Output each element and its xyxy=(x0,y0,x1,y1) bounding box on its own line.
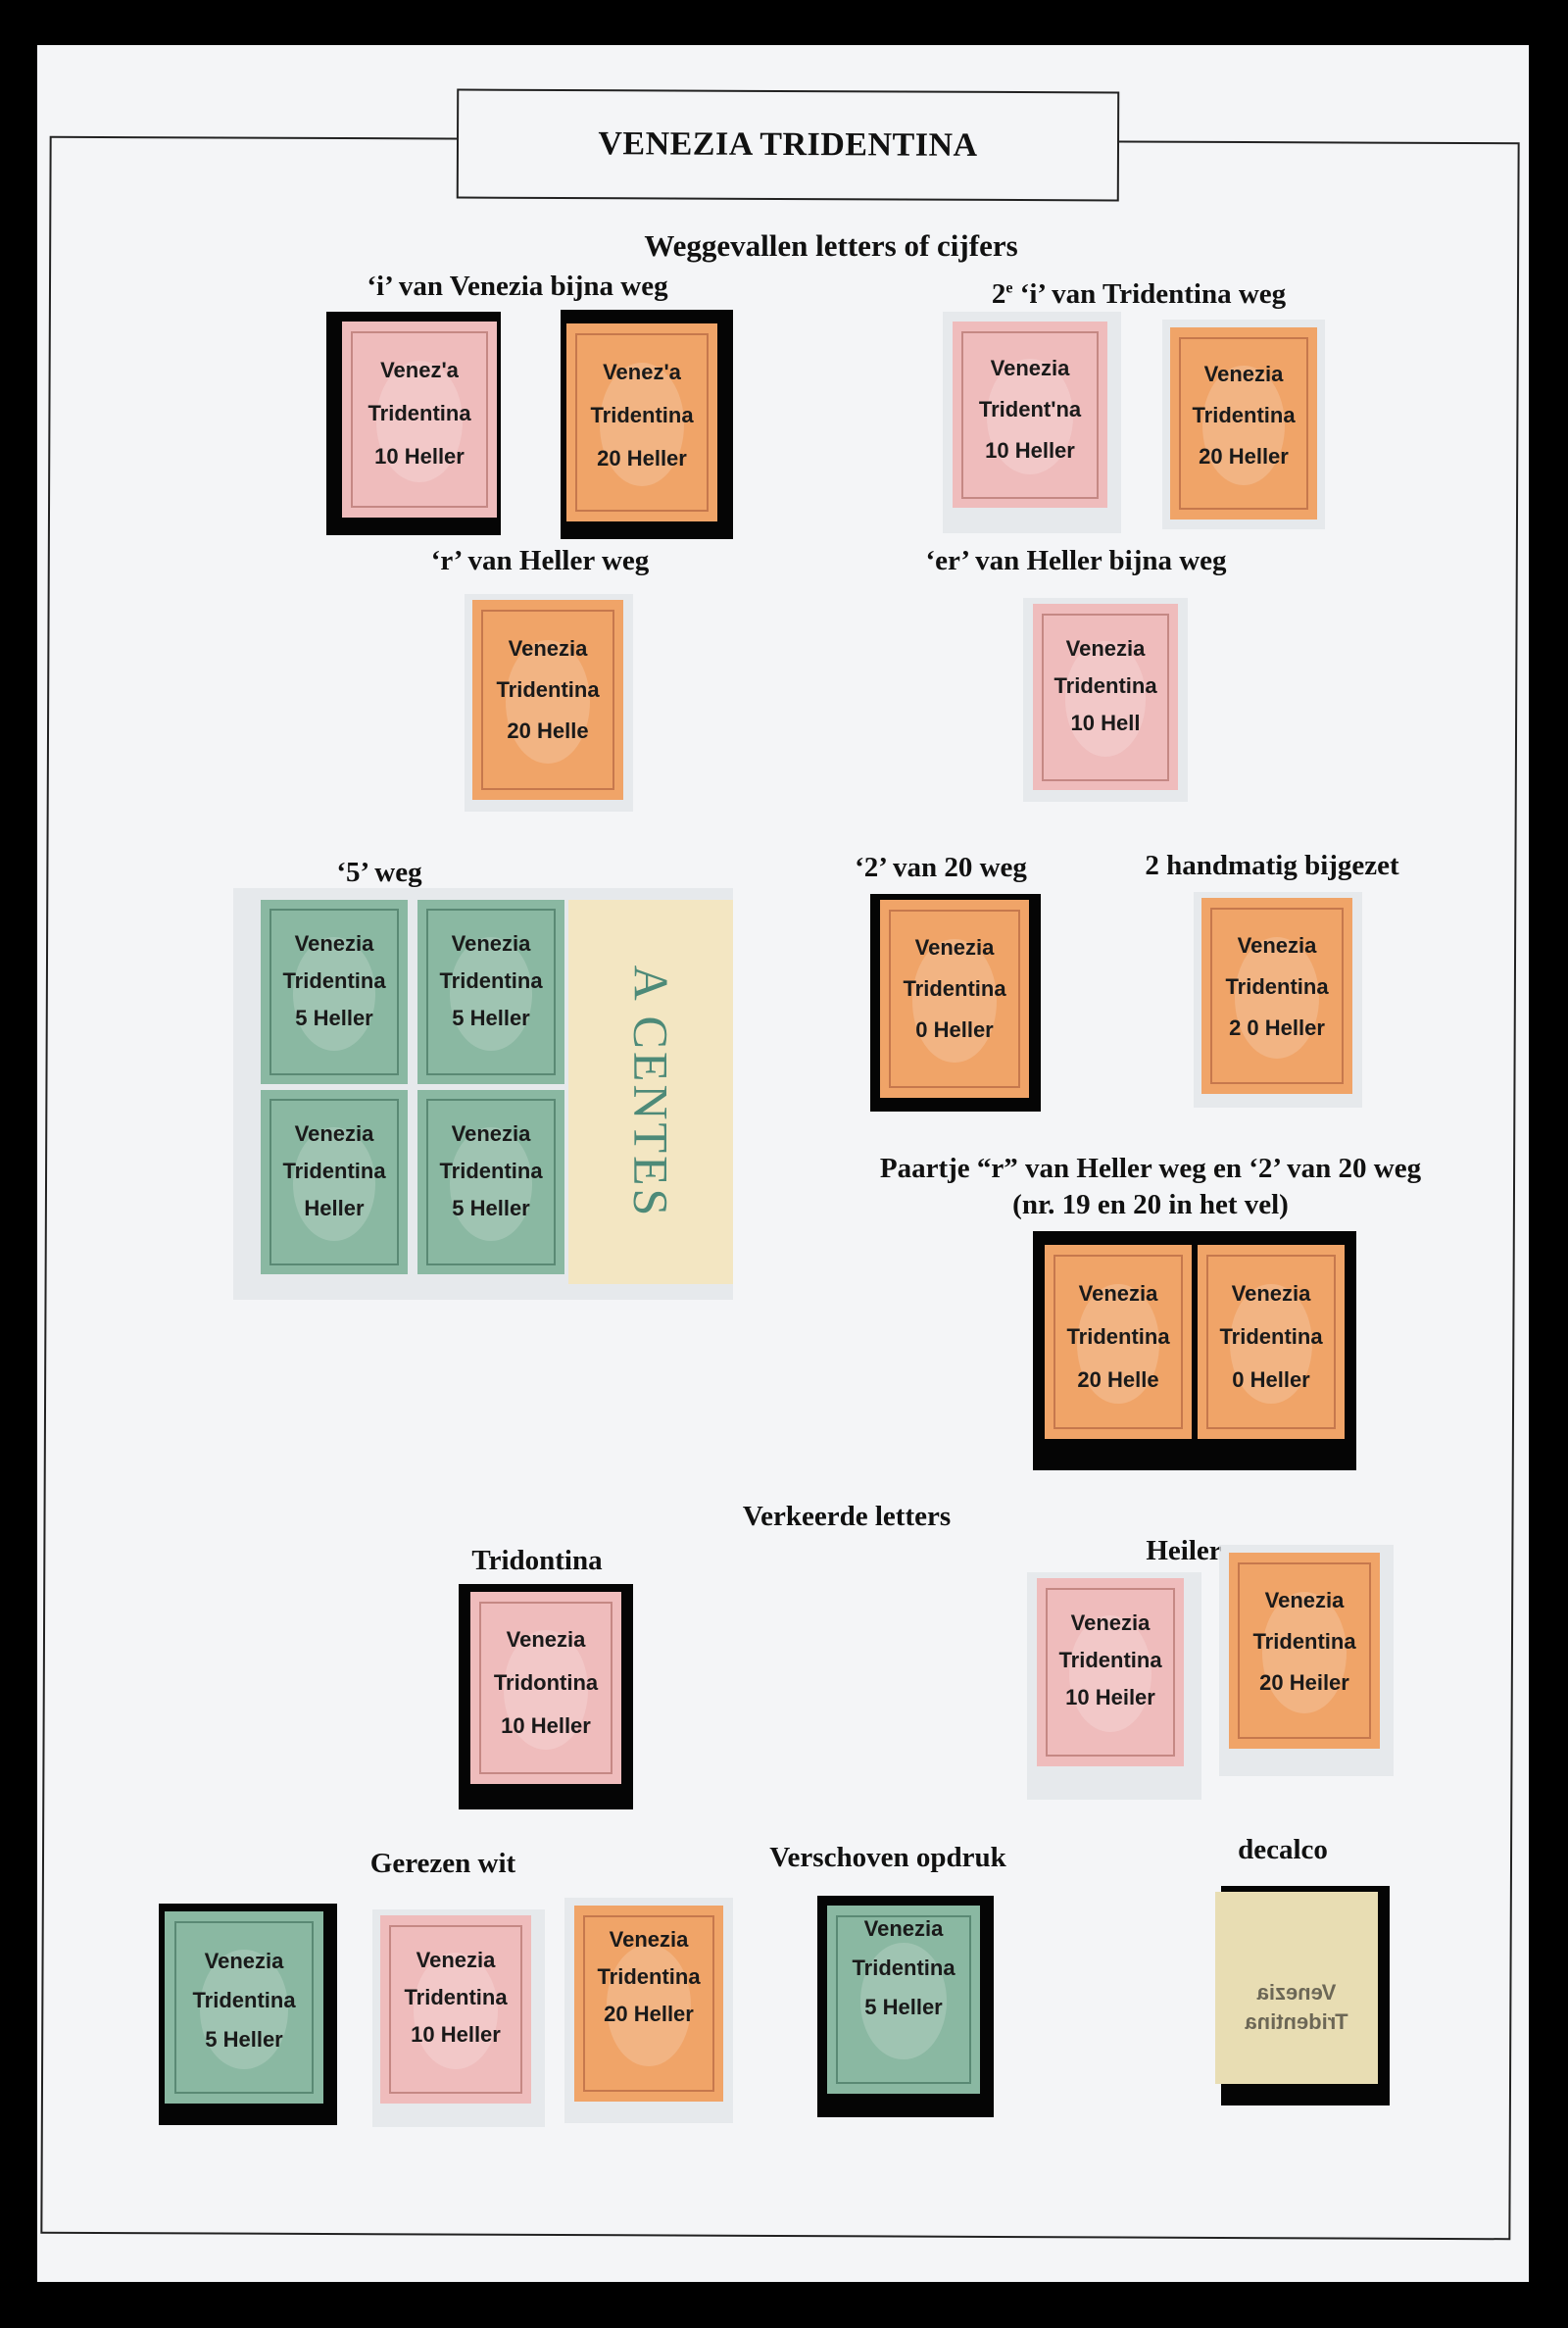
section-title-verkeerde: Verkeerde letters xyxy=(742,1501,952,1532)
sheet-margin: A CENTES xyxy=(568,900,733,1284)
caption-two-weg: ‘2’ van 20 weg xyxy=(855,852,1027,883)
caption-heiler: Heiler xyxy=(1146,1535,1222,1566)
margin-inscription: A CENTES xyxy=(623,965,678,1219)
page-title: VENEZIA TRIDENTINA xyxy=(456,88,1120,202)
caption-decalco: decalco xyxy=(1238,1834,1328,1865)
caption-handmatig: 2 handmatig bijgezet xyxy=(1145,850,1399,881)
caption-er-heller: ‘er’ van Heller bijna weg xyxy=(925,545,1227,576)
caption-i-venezia: ‘i’ van Venezia bijna weg xyxy=(367,271,668,302)
caption-five-weg: ‘5’ weg xyxy=(336,857,422,888)
caption-paartje-nr: (nr. 19 en 20 in het vel) xyxy=(1012,1189,1289,1220)
caption-tridontina: Tridontina xyxy=(471,1545,603,1576)
caption-i-tridentina: 2e ‘i’ van Tridentina weg xyxy=(991,278,1287,310)
caption-r-heller: ‘r’ van Heller weg xyxy=(430,545,650,576)
caption-verschoven: Verschoven opdruk xyxy=(769,1842,1006,1873)
section-title-weggevallen: Weggevallen letters of cijfers xyxy=(644,228,1018,263)
caption-gerezen: Gerezen wit xyxy=(369,1848,516,1879)
caption-paartje: Paartje “r” van Heller weg en ‘2’ van 20… xyxy=(879,1153,1422,1184)
